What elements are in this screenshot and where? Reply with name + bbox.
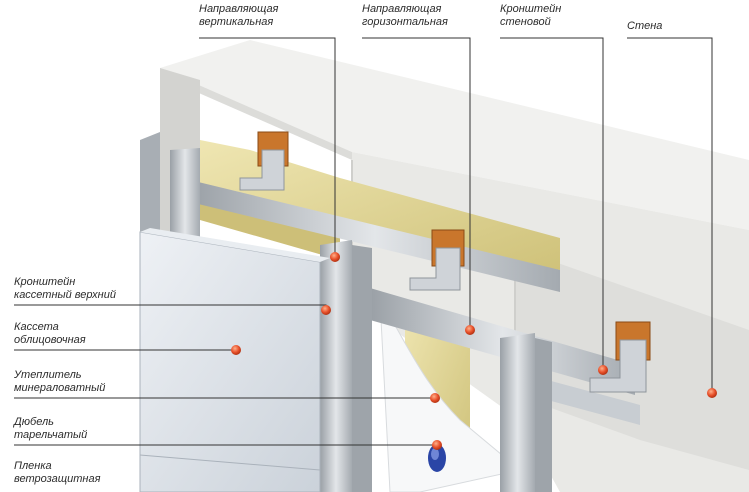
label-wall: Стена bbox=[627, 20, 662, 33]
leader-horizontal-rail bbox=[362, 37, 471, 330]
label-membrane: Пленка ветрозащитная bbox=[14, 460, 100, 486]
label-dowel-line2: тарельчатый bbox=[14, 429, 88, 441]
label-vertical-rail: Направляющая вертикальная bbox=[199, 3, 278, 29]
label-dowel-line1: Дюбель bbox=[14, 416, 54, 428]
label-cassette: Кассета облицовочная bbox=[14, 321, 86, 347]
label-insulation: Утеплитель минераловатный bbox=[14, 369, 105, 395]
label-dowel: Дюбель тарельчатый bbox=[14, 416, 87, 442]
dowel bbox=[428, 444, 446, 472]
label-vertical-rail-line1: Направляющая bbox=[199, 3, 279, 15]
label-membrane-line2: ветрозащитная bbox=[14, 473, 101, 485]
marker-cassette bbox=[231, 345, 241, 355]
label-horizontal-rail: Направляющая горизонтальная bbox=[362, 3, 448, 29]
leader-vertical-rail bbox=[199, 37, 336, 257]
wall-brackets bbox=[239, 131, 651, 393]
marker-vertical-rail bbox=[330, 252, 340, 262]
label-horizontal-rail-line1: Направляющая bbox=[362, 3, 442, 15]
label-horizontal-rail-line2: горизонтальная bbox=[362, 16, 448, 28]
marker-cassette-bracket bbox=[321, 305, 331, 315]
label-insulation-line1: Утеплитель bbox=[14, 369, 82, 381]
marker-wall bbox=[707, 388, 717, 398]
callout-markers bbox=[231, 252, 717, 450]
label-wall-bracket: Кронштейн стеновой bbox=[500, 3, 561, 29]
label-wall-bracket-line2: стеновой bbox=[500, 16, 551, 28]
label-cassette-line2: облицовочная bbox=[14, 334, 86, 346]
marker-wall-bracket bbox=[598, 365, 608, 375]
label-cassette-bracket-line1: Кронштейн bbox=[14, 276, 76, 288]
vertical-rails bbox=[140, 132, 552, 492]
marker-dowel bbox=[432, 440, 442, 450]
leader-wall-bracket bbox=[500, 37, 604, 370]
label-wall-bracket-line1: Кронштейн bbox=[500, 3, 562, 15]
label-vertical-rail-line2: вертикальная bbox=[199, 16, 274, 28]
marker-horizontal-rail bbox=[465, 325, 475, 335]
label-wall-line1: Стена bbox=[627, 20, 663, 32]
leader-wall bbox=[627, 37, 713, 393]
label-cassette-line1: Кассета bbox=[14, 321, 59, 333]
label-membrane-line1: Пленка bbox=[14, 460, 52, 472]
label-cassette-bracket-line2: кассетный верхний bbox=[14, 289, 116, 301]
facing-cassettes bbox=[139, 228, 330, 492]
label-insulation-line2: минераловатный bbox=[14, 382, 106, 394]
label-cassette-bracket: Кронштейн кассетный верхний bbox=[14, 276, 116, 302]
marker-insulation bbox=[430, 393, 440, 403]
